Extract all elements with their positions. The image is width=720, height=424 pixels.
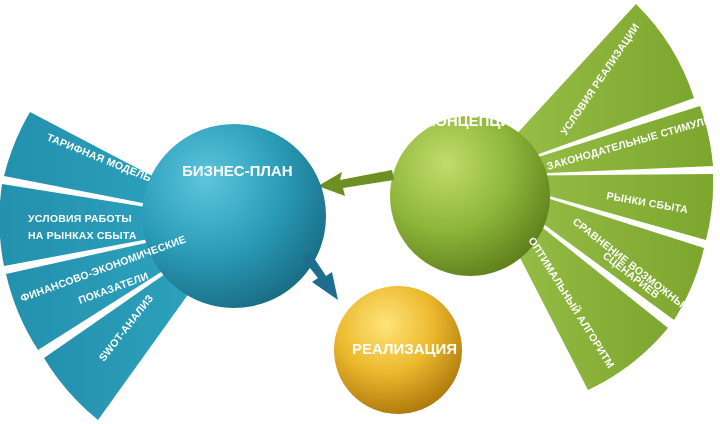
concept-circle	[390, 116, 550, 276]
plan-item-2: УСЛОВИЯ РАБОТЫ	[28, 213, 132, 225]
concept-title: КОНЦЕПЦИЯ	[426, 113, 522, 130]
plan-title: БИЗНЕС-ПЛАН	[182, 163, 293, 180]
arrow-concept-to-plan	[318, 170, 394, 196]
plan-item-3: НА РЫНКАХ СБЫТА	[28, 230, 137, 242]
plan-circle	[142, 124, 326, 308]
realization-circle	[334, 286, 462, 414]
plan-fan-segment	[0, 184, 240, 266]
realization-title: РЕАЛИЗАЦИЯ	[352, 341, 457, 358]
arrow-plan-to-realization	[302, 252, 338, 300]
concept-fan-segment	[478, 4, 694, 176]
